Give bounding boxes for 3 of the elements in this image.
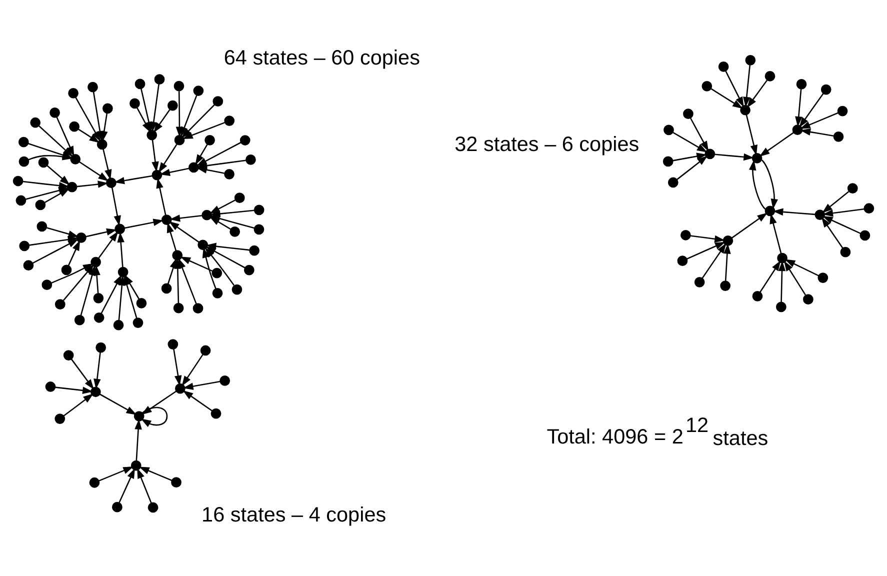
label: 16 states – 4 copies xyxy=(202,503,386,526)
label: 64 states – 60 copies xyxy=(224,46,420,70)
label: 32 states – 6 copies xyxy=(454,133,640,156)
